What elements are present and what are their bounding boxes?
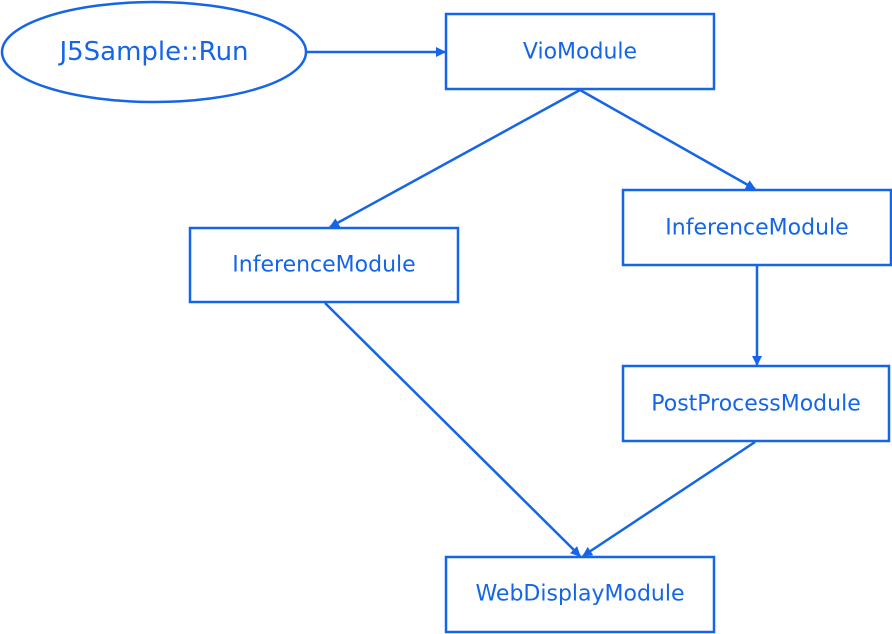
edge-vio-to-inference-right bbox=[579, 88, 756, 191]
node-vio-module: VioModule bbox=[444, 12, 716, 91]
edge-postprocess-to-webdisplay bbox=[582, 440, 756, 558]
inference-module-left-box bbox=[188, 226, 460, 304]
postprocess-module-label: PostProcessModule bbox=[651, 392, 860, 417]
inference-module-left-label: InferenceModule bbox=[232, 253, 415, 278]
postprocess-module-box bbox=[621, 364, 891, 443]
edge-inference-left-to-webdisplay bbox=[324, 302, 581, 557]
inference-module-right-label: InferenceModule bbox=[665, 216, 848, 241]
node-webdisplay-module: WebDisplayModule bbox=[444, 555, 716, 634]
inference-module-right-box bbox=[621, 188, 892, 267]
vio-module-box bbox=[444, 12, 716, 91]
webdisplay-module-box bbox=[444, 555, 716, 634]
vio-module-label: VioModule bbox=[523, 40, 637, 65]
node-inference-module-left: InferenceModule bbox=[188, 226, 460, 304]
node-start: J5Sample::Run bbox=[0, 0, 308, 104]
node-postprocess-module: PostProcessModule bbox=[621, 364, 891, 443]
edges bbox=[307, 47, 762, 558]
node-inference-module-right: InferenceModule bbox=[621, 188, 892, 267]
edge-vio-to-inference-left bbox=[329, 88, 581, 229]
start-ellipse bbox=[0, 0, 308, 104]
start-label: J5Sample::Run bbox=[57, 37, 248, 67]
webdisplay-module-label: WebDisplayModule bbox=[475, 582, 684, 607]
